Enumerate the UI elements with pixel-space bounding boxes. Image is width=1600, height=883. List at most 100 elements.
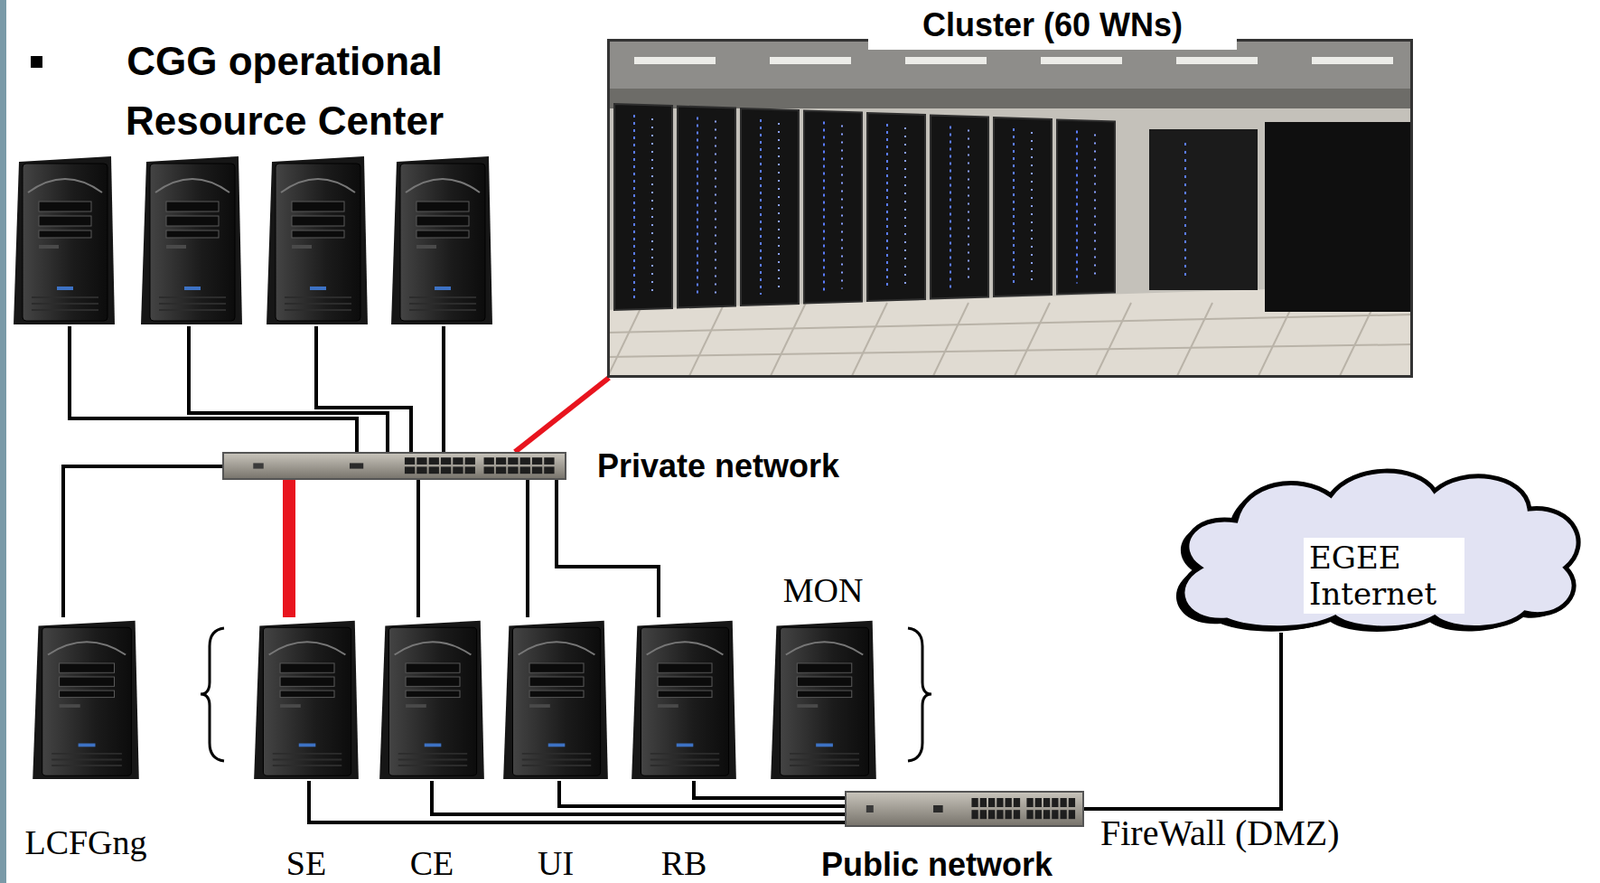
server-tower-art xyxy=(499,617,612,781)
switch-port xyxy=(416,457,427,465)
switch-port xyxy=(1060,809,1067,819)
floor-tile-line xyxy=(1013,302,1050,378)
switch-port xyxy=(988,809,995,819)
server-tower: CE xyxy=(375,617,488,781)
node-label: RB xyxy=(661,843,708,882)
server-tower xyxy=(379,620,485,779)
switch-port xyxy=(532,466,543,474)
server-rack xyxy=(1264,121,1413,312)
upper-cabinets xyxy=(607,88,1413,109)
rack-leds xyxy=(651,118,654,296)
rack-leds xyxy=(1094,134,1096,281)
floor-tile-line xyxy=(1338,302,1376,378)
server-tower xyxy=(503,620,609,779)
server-rack xyxy=(993,117,1052,297)
server-rack xyxy=(677,106,736,309)
server-tower xyxy=(140,156,243,325)
network-wire xyxy=(316,326,412,452)
switch-port xyxy=(1035,797,1042,807)
server-tower xyxy=(32,620,140,779)
switch-port xyxy=(1026,809,1033,819)
rack-leds xyxy=(886,123,889,291)
server-tower-art xyxy=(250,617,363,781)
floor-tile-line xyxy=(1176,302,1213,378)
ceiling-light xyxy=(1311,56,1394,65)
network-link xyxy=(308,780,845,823)
switch-indicator xyxy=(933,804,944,813)
server-tower-art xyxy=(375,617,488,781)
switch-port xyxy=(465,457,476,465)
cluster-photo: Cluster (60 WNs) xyxy=(607,38,1413,378)
network-link xyxy=(559,780,845,806)
edge-label: FireWall (DMZ) xyxy=(1097,813,1343,853)
floor-tile-line xyxy=(932,302,969,378)
server-rack xyxy=(1149,129,1258,291)
node-label: LCFGng xyxy=(24,823,147,861)
node-label: MON xyxy=(783,570,864,609)
switch-port xyxy=(980,809,987,819)
server-tower-art xyxy=(28,617,143,781)
switch-indicator xyxy=(252,462,263,468)
rack-leds xyxy=(1030,131,1033,282)
rack-leds xyxy=(1012,128,1015,286)
switch-port xyxy=(429,466,440,474)
switch-port xyxy=(1005,809,1012,819)
network-wire xyxy=(188,326,388,452)
right-brace xyxy=(907,627,932,761)
server-rack xyxy=(930,115,989,300)
network-link xyxy=(416,479,421,618)
ceiling-light xyxy=(634,56,716,65)
switch-port xyxy=(1051,797,1058,807)
switch-port xyxy=(988,797,995,807)
rack-leds xyxy=(633,114,636,300)
cloud-outline xyxy=(1182,470,1579,628)
server-rack xyxy=(1057,120,1115,295)
server-tower xyxy=(253,620,359,779)
rack-leds xyxy=(777,122,780,291)
rack-leds xyxy=(696,117,699,298)
switch-port xyxy=(495,466,506,474)
switch-port xyxy=(971,809,978,819)
network-link xyxy=(63,466,223,618)
node-label: UI xyxy=(537,843,574,882)
switch-body xyxy=(845,791,1084,826)
network-link xyxy=(431,780,845,815)
server-tower: MON xyxy=(767,617,880,781)
network-link xyxy=(525,479,530,618)
switch-port xyxy=(404,466,415,474)
rack-leds xyxy=(714,121,717,294)
server-tower xyxy=(391,156,493,325)
switch-port xyxy=(1068,809,1076,819)
network-link xyxy=(693,780,845,798)
floor-tile-line xyxy=(769,302,806,378)
switch-indicator xyxy=(349,462,364,468)
network-link xyxy=(514,377,609,452)
server-rack xyxy=(804,111,862,304)
ceiling-light xyxy=(769,56,852,65)
switch-port xyxy=(1026,797,1033,807)
switch-port xyxy=(1035,809,1042,819)
switch-port xyxy=(1013,809,1020,819)
bullet xyxy=(30,56,43,68)
node-label: Public network xyxy=(821,847,1053,882)
node-label: SE xyxy=(286,843,327,882)
slide-edge-bar xyxy=(0,0,7,883)
network-wire xyxy=(441,326,446,452)
server-tower xyxy=(770,620,877,779)
server-tower xyxy=(631,620,737,779)
switch-port xyxy=(452,466,463,474)
server-tower: LCFGng xyxy=(28,617,143,781)
switch-indicator xyxy=(866,804,874,813)
server-rack xyxy=(740,108,799,306)
floor-tile-line xyxy=(607,314,1413,333)
server-tower xyxy=(13,156,115,325)
switch-port xyxy=(1043,797,1050,807)
rack-leds xyxy=(1184,142,1187,279)
server-tower: UI xyxy=(499,617,612,781)
switch-port xyxy=(1068,797,1076,807)
rack-leds xyxy=(967,130,970,285)
network-switch: Private network xyxy=(222,451,567,480)
rack-leds xyxy=(949,126,952,289)
network-link xyxy=(1084,632,1282,809)
floor-tile-line xyxy=(851,302,888,378)
